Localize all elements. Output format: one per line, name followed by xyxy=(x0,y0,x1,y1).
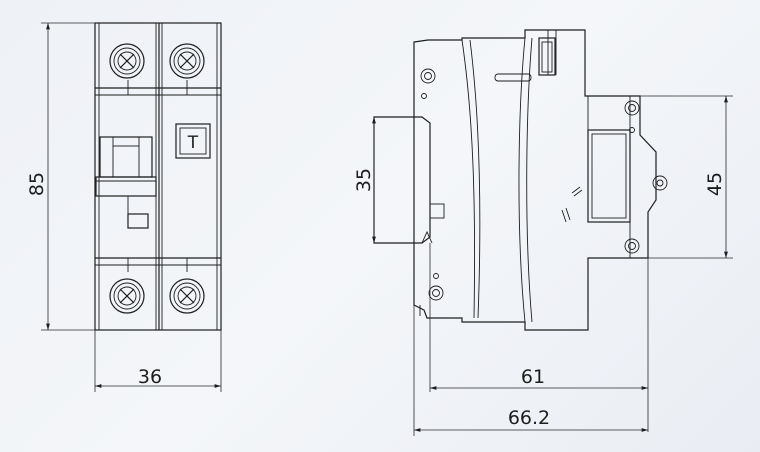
width-dimension-label: 36 xyxy=(138,366,162,388)
side-view: 35 45 61 66.2 xyxy=(353,29,733,436)
depth-dimension-label: 61 xyxy=(521,366,545,388)
side-body-outline xyxy=(413,29,657,331)
terminal-screw-top-right xyxy=(169,43,205,79)
total-depth-dimension-label: 66.2 xyxy=(508,407,550,429)
dimension-total-depth: 66.2 xyxy=(413,305,648,436)
front-body-outline xyxy=(94,22,222,331)
test-button-label: T xyxy=(187,133,199,153)
dimension-depth: 61 xyxy=(429,243,649,432)
dimension-width: 36 xyxy=(94,330,222,392)
rail-dimension-label: 35 xyxy=(353,168,375,192)
terminal-screw-bottom-right xyxy=(169,278,205,314)
dimension-face: 45 xyxy=(640,95,733,259)
terminal-screw-bottom-left xyxy=(109,278,145,314)
front-view: T 85 36 xyxy=(26,22,222,392)
dimension-height: 85 xyxy=(26,22,95,331)
test-button: T xyxy=(175,123,211,159)
height-dimension-label: 85 xyxy=(26,172,48,196)
dimension-rail: 35 xyxy=(353,117,376,243)
side-rivets xyxy=(420,68,668,301)
toggle-handle xyxy=(95,136,157,229)
indicator-window xyxy=(587,129,631,223)
top-latch xyxy=(538,37,556,76)
face-dimension-label: 45 xyxy=(704,172,726,196)
terminal-screw-top-left xyxy=(109,43,145,79)
